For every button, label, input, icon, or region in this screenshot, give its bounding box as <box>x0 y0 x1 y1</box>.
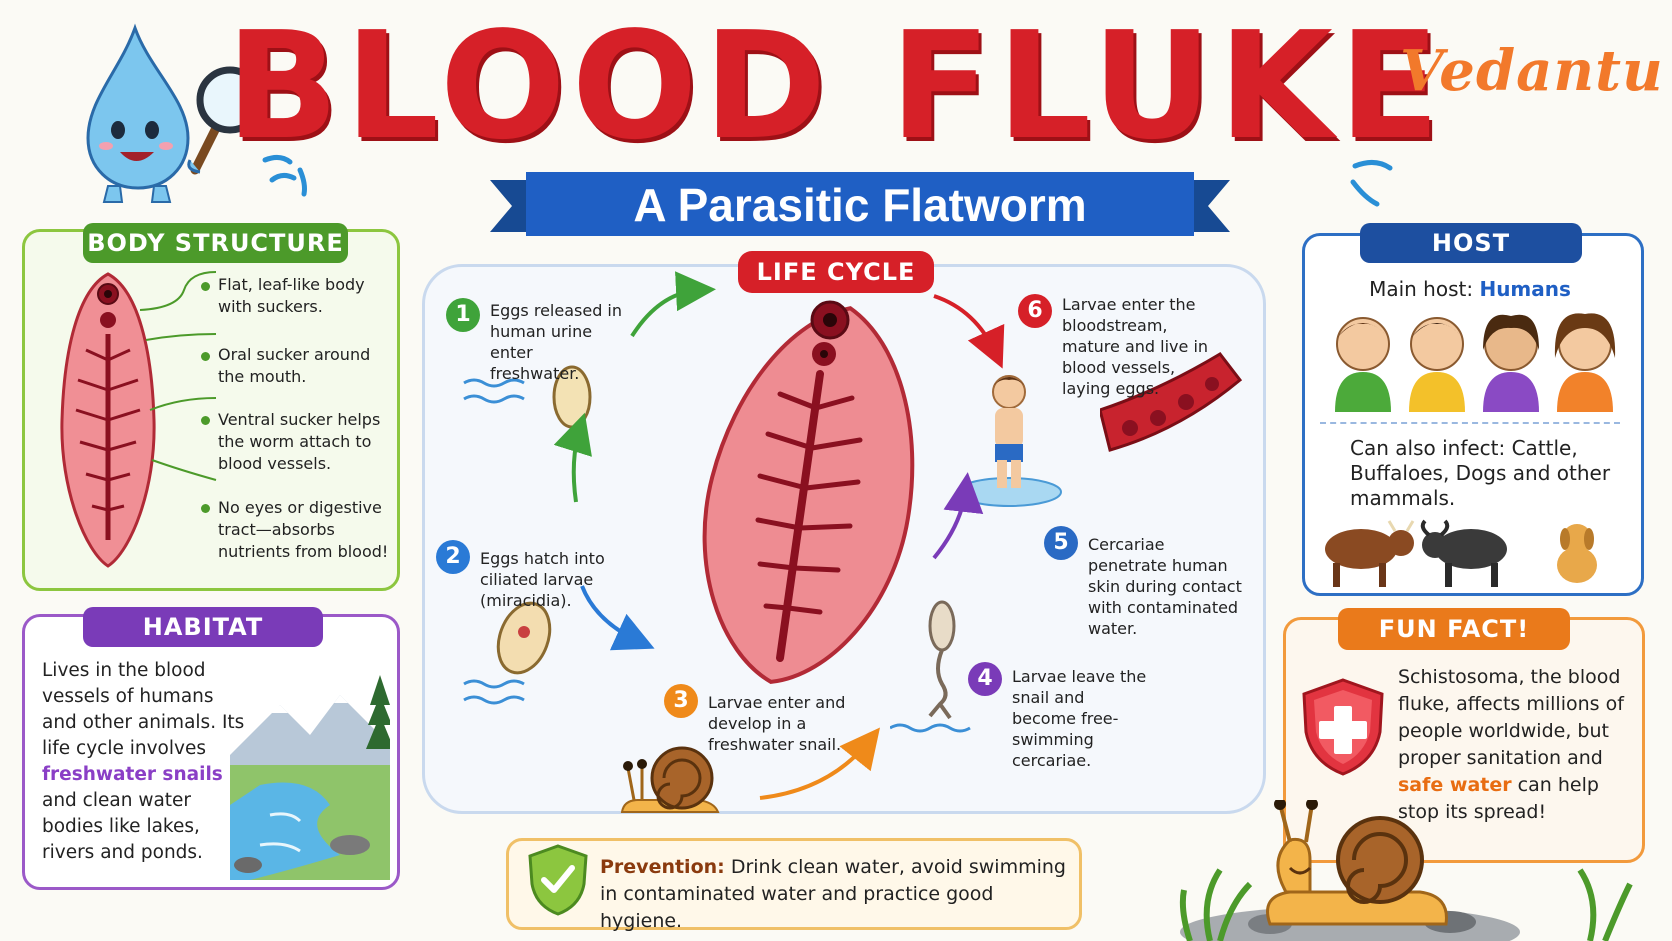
habitat-description: Lives in the blood vessels of humans and… <box>42 658 247 866</box>
subtitle-ribbon <box>490 172 1230 236</box>
page-subtitle: A Parasitic Flatworm <box>633 179 1087 231</box>
connector-lines <box>140 271 217 481</box>
cycle-arrows <box>553 271 1005 800</box>
habitat-text-part: and clean water bodies like lakes, river… <box>42 790 203 863</box>
body-point: Oral sucker around the mouth. <box>218 345 371 386</box>
habitat-heading: HABITAT <box>83 607 323 647</box>
main-host-label: Main host: <box>1369 277 1480 301</box>
prevention-text: Prevention: Drink clean water, avoid swi… <box>600 854 1070 935</box>
habitat-highlight: freshwater snails <box>42 764 223 785</box>
fun-fact-heading: FUN FACT! <box>1338 608 1570 650</box>
step-text: Larvae enter the bloodstream, mature and… <box>1062 295 1209 398</box>
step-number: 4 <box>968 662 1002 696</box>
step-text: Eggs hatch into ciliated larvae (miracid… <box>480 549 605 610</box>
bullet-dot <box>201 282 210 291</box>
fun-fact-highlight: safe water <box>1398 774 1512 796</box>
body-point: No eyes or digestive tract—absorbs nutri… <box>218 498 389 561</box>
bullet-dot <box>201 352 210 361</box>
bullet-dot <box>201 504 210 513</box>
body-point: Ventral sucker helps the worm attach to … <box>218 410 381 473</box>
host-heading: HOST <box>1360 223 1582 263</box>
main-host-value: Humans <box>1479 277 1571 301</box>
prevention-body: Drink clean water, avoid swimming in con… <box>600 856 1066 932</box>
animals-illustration <box>1325 519 1597 587</box>
snail-illustration <box>620 746 720 813</box>
blood-vessel-illustration <box>1100 352 1243 452</box>
step-number: 2 <box>436 540 470 574</box>
adult-fluke-illustration <box>702 300 915 684</box>
splash-decoration <box>262 154 307 197</box>
step-text: Larvae leave the snail and become free-s… <box>1012 667 1147 770</box>
egg-illustration <box>463 365 592 429</box>
bullet-dot <box>201 416 210 425</box>
splash-decoration <box>1350 160 1393 207</box>
fluke-body-illustration <box>60 272 156 568</box>
prevention-label: Prevention: <box>600 856 725 878</box>
body-structure-heading: BODY STRUCTURE <box>83 223 348 263</box>
body-point: Flat, leaf-like body with suckers. <box>218 275 365 316</box>
children-illustration <box>1335 313 1616 412</box>
main-host: Main host: Humans <box>1320 277 1620 301</box>
miracidium-illustration <box>463 601 552 705</box>
host-divider <box>1320 422 1620 424</box>
river-landscape-illustration <box>230 675 390 880</box>
other-hosts: Can also infect: Cattle, Buffaloes, Dogs… <box>1350 436 1611 510</box>
step-number: 6 <box>1018 294 1052 328</box>
cercaria-illustration <box>890 600 971 733</box>
fun-fact-text: Schistosoma, the blood fluke, affects mi… <box>1398 664 1628 826</box>
prevention-panel <box>506 838 1082 930</box>
step-number: 3 <box>664 684 698 718</box>
check-shield-icon <box>528 844 588 916</box>
step-number: 1 <box>446 298 480 332</box>
step-number: 5 <box>1044 526 1078 560</box>
habitat-text-part: Lives in the blood vessels of humans and… <box>42 660 245 759</box>
medical-shield-icon <box>1302 678 1384 776</box>
vedantu-logo: Vedantu <box>1400 38 1664 104</box>
fun-fact-text-part: Schistosoma, the blood fluke, affects mi… <box>1398 666 1624 769</box>
snail-mascot-illustration <box>1179 800 1633 941</box>
fun-fact-text-part: can help stop its spread! <box>1398 774 1599 823</box>
page-title: BLOOD FLUKE <box>226 0 1446 172</box>
step-text: Larvae enter and develop in a freshwater… <box>708 693 846 754</box>
water-droplet-mascot <box>86 23 264 203</box>
step-text: Cercariae penetrate human skin during co… <box>1088 535 1242 638</box>
step-text: Eggs released in human urine enter fresh… <box>490 301 623 383</box>
life-cycle-heading: LIFE CYCLE <box>738 251 934 293</box>
